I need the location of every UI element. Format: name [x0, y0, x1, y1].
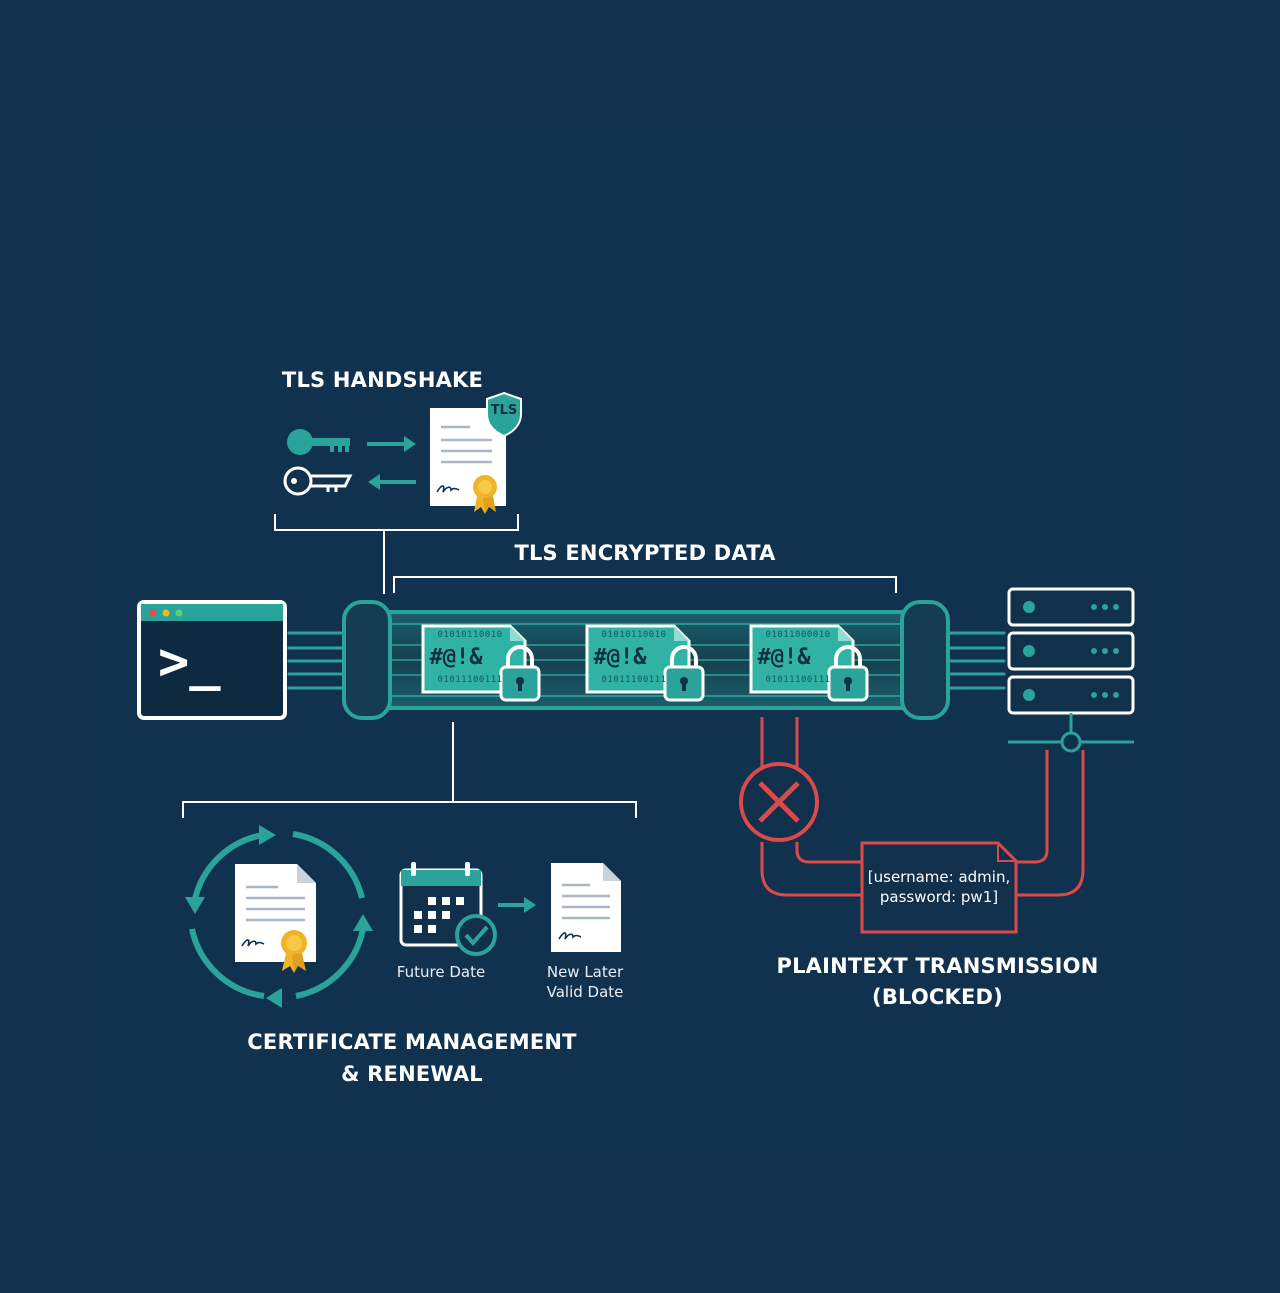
cert-mgmt-label-line-2: & RENEWAL — [341, 1062, 483, 1086]
tls-handshake-label: TLS HANDSHAKE — [281, 368, 484, 392]
plaintext-box-fold — [997, 843, 1016, 862]
handshake-arrow-right — [367, 436, 416, 452]
new-later-label-line-1: New Later — [546, 963, 624, 981]
cert-bracket — [182, 801, 637, 818]
plaintext-pipe — [760, 717, 1085, 897]
plaintext-box-line-2: password: pw1] — [879, 888, 999, 906]
packet-2-bits-bottom: 01011100111 — [601, 675, 667, 685]
connection-streaks-left — [287, 631, 350, 690]
packet-2-bits-top: 01010110010 — [601, 630, 667, 640]
document-icon — [551, 863, 621, 952]
packet-1-bits-bottom: 01011100111 — [437, 675, 503, 685]
renewal-arrowheads — [185, 825, 373, 1008]
new-later-label-line-2: Valid Date — [546, 983, 624, 1001]
plaintext-label-line-1: PLAINTEXT TRANSMISSION — [776, 954, 1099, 978]
terminal-prompt: >_ — [158, 632, 221, 692]
packet-1-bits-top: 01010110010 — [437, 630, 503, 640]
lock-icon — [827, 645, 869, 702]
lock-icon — [499, 645, 541, 702]
calendar-icon — [399, 862, 483, 947]
encrypted-data-bracket — [393, 576, 897, 593]
certificate-icon — [430, 408, 506, 514]
connection-streaks-right — [942, 631, 1006, 690]
plaintext-box — [860, 841, 1018, 934]
packet-3-bits-bottom: 01011100111 — [765, 675, 831, 685]
shield-icon — [486, 391, 522, 438]
terminal-icon — [137, 600, 287, 720]
packet-2-cipher: #@!& — [593, 645, 647, 670]
tls-badge-text: TLS — [490, 403, 518, 418]
future-date-label: Future Date — [396, 963, 486, 981]
cert-mgmt-label-line-1: CERTIFICATE MANAGEMENT — [247, 1030, 577, 1054]
blocked-icon — [739, 762, 819, 842]
handshake-bracket — [274, 514, 519, 531]
lock-icon — [663, 645, 705, 702]
renewal-cycle-icon — [189, 831, 366, 999]
server-icon — [1007, 587, 1135, 753]
packet-3-cipher: #@!& — [757, 645, 811, 670]
plaintext-label-line-2: (BLOCKED) — [872, 985, 1003, 1009]
renewal-arrow — [498, 897, 536, 913]
tls-encrypted-data-label: TLS ENCRYPTED DATA — [514, 541, 776, 565]
packet-3-bits-top: 01011000010 — [765, 630, 831, 640]
key-outline-icon — [283, 466, 353, 496]
handshake-arrow-left — [368, 474, 416, 490]
key-icon — [287, 429, 350, 455]
packet-1-cipher: #@!& — [429, 645, 483, 670]
certificate-icon — [235, 864, 316, 973]
checkmark-icon — [455, 914, 497, 956]
plaintext-box-line-1: [username: admin, — [867, 868, 1011, 886]
